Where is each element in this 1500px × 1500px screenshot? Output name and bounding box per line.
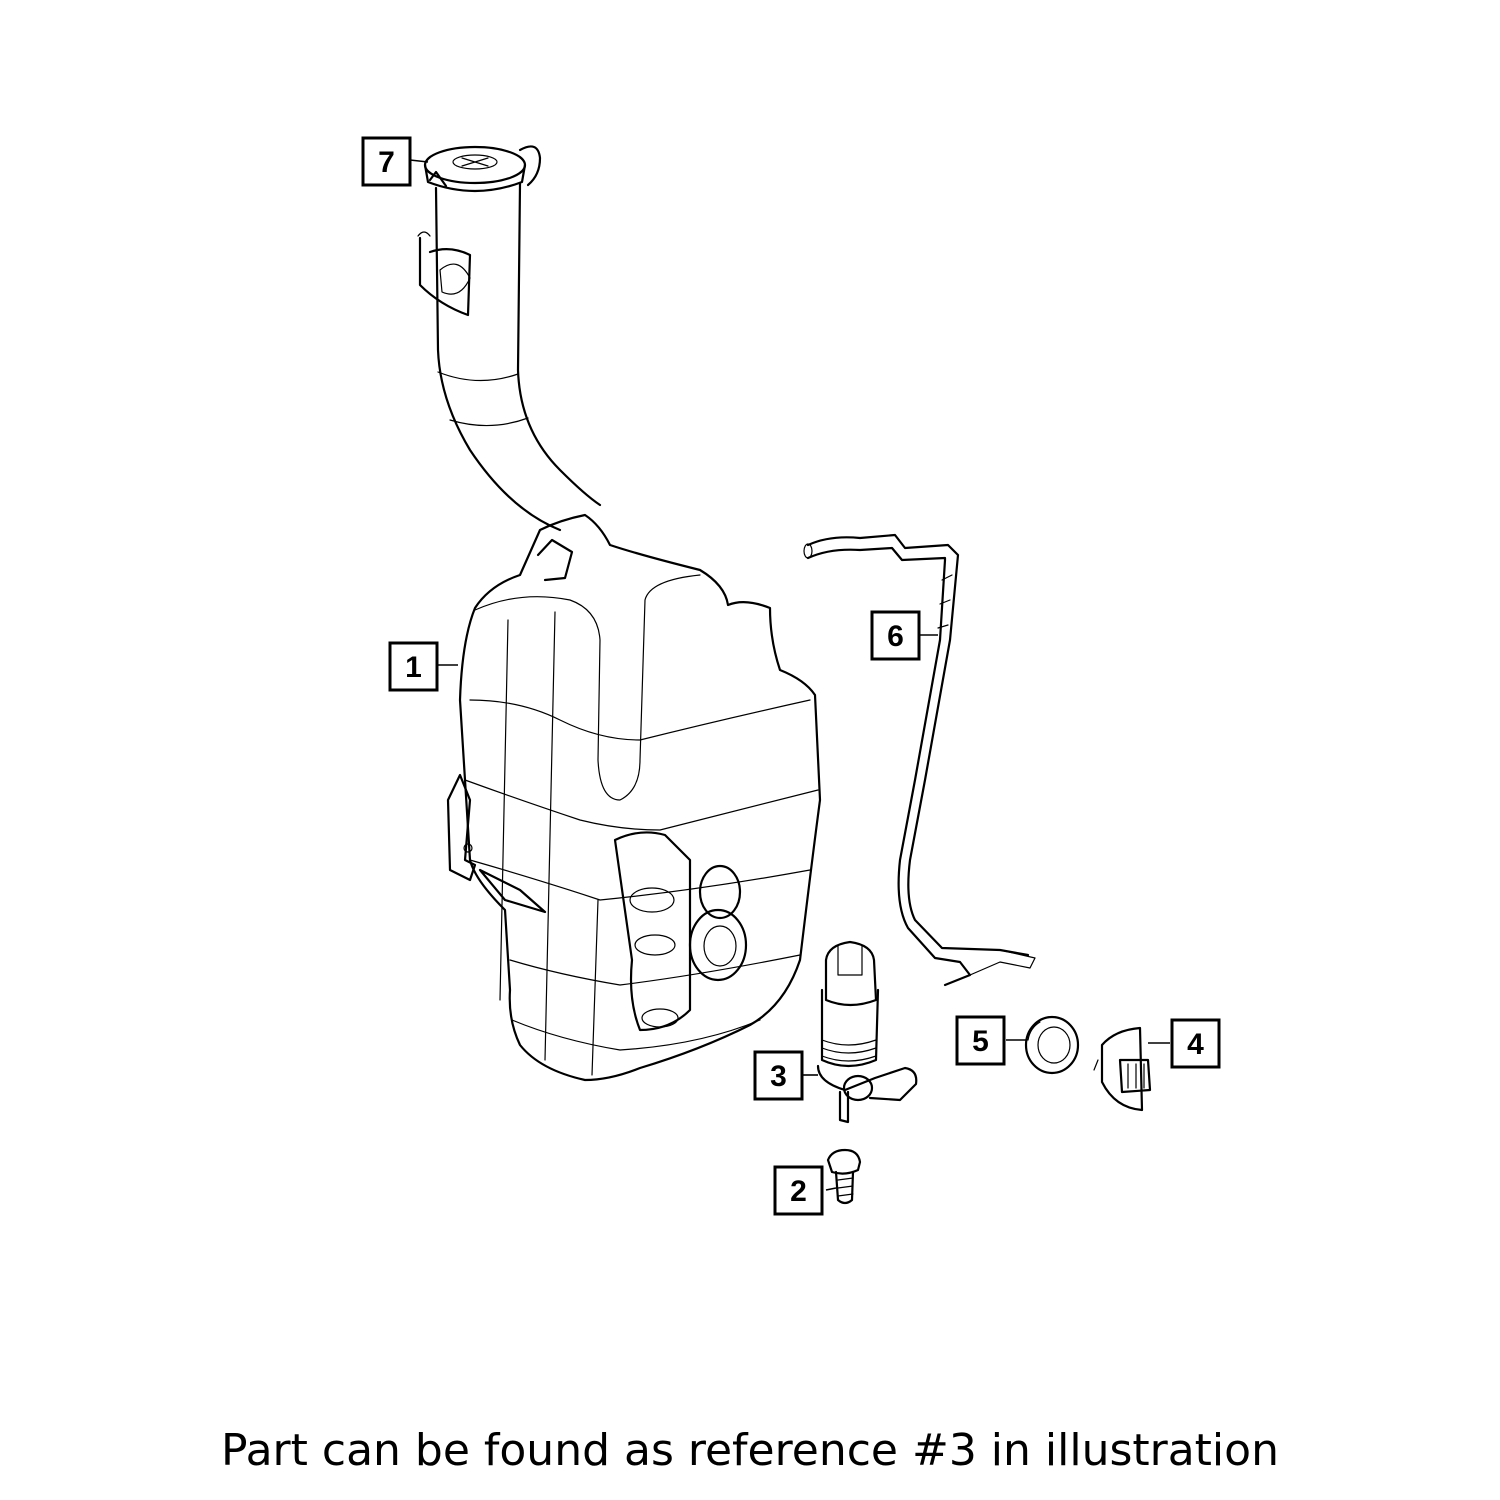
reservoir-tank — [446, 513, 822, 1082]
washer-hose — [803, 533, 1036, 987]
callout-5: 5 — [955, 1015, 1006, 1066]
callout-7-label: 7 — [378, 146, 395, 179]
leader-7 — [409, 159, 429, 163]
callout-4-label: 4 — [1187, 1028, 1204, 1061]
callout-2: 2 — [773, 1165, 824, 1216]
callout-5-label: 5 — [972, 1025, 989, 1058]
callout-7: 7 — [361, 136, 412, 187]
callout-2-label: 2 — [790, 1175, 807, 1208]
leader-2 — [825, 1187, 837, 1191]
filler-cap — [423, 145, 542, 193]
grommet — [1024, 1015, 1080, 1075]
callout-1-label: 1 — [405, 651, 422, 684]
caption: Part can be found as reference #3 in ill… — [221, 1425, 1279, 1476]
callout-4: 4 — [1170, 1018, 1221, 1069]
callout-3: 3 — [753, 1050, 804, 1101]
callout-1: 1 — [388, 641, 439, 692]
screw — [826, 1148, 862, 1205]
callout-6: 6 — [870, 610, 921, 661]
callout-6-label: 6 — [887, 620, 904, 653]
filler-neck — [417, 182, 602, 532]
callout-3-label: 3 — [770, 1060, 787, 1093]
level-sensor — [1093, 1026, 1152, 1112]
washer-pump — [816, 940, 918, 1124]
